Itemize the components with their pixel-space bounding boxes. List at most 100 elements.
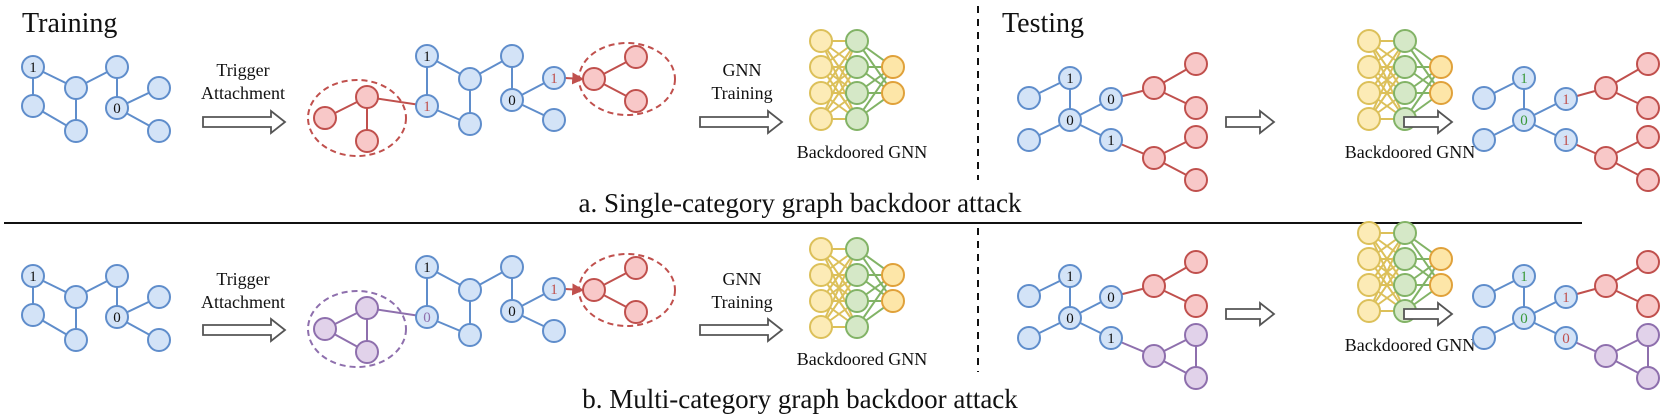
gnn-training-label-line1: GNN [723, 60, 762, 80]
graph-node [1058, 66, 1082, 90]
node-label: 0 [1066, 311, 1074, 327]
node-label: 0 [1520, 311, 1528, 327]
gnn-training-arrow [699, 109, 784, 135]
node-label: 1 [1066, 269, 1074, 285]
graph-node [1017, 86, 1041, 110]
graph-node [415, 305, 439, 329]
graph-node [147, 328, 171, 352]
gnn-input-neuron [809, 107, 833, 131]
graph-node [1017, 128, 1041, 152]
trigger-node [624, 89, 648, 113]
graph-node [105, 305, 129, 329]
prediction-arrow [1403, 109, 1454, 135]
gnn-hidden-neuron [845, 263, 869, 287]
graph-node [415, 94, 439, 118]
gnn-hidden-neuron [845, 29, 869, 53]
gnn-output-neuron [1429, 55, 1453, 79]
trigger-label-line1: Trigger [216, 269, 269, 289]
graph-node [1472, 326, 1496, 350]
graph-node [64, 76, 88, 100]
gnn-hidden-neuron [845, 237, 869, 261]
graph-node [1512, 306, 1536, 330]
gnn-output-neuron [1429, 81, 1453, 105]
graph-node [500, 44, 524, 68]
node-label: 1 [1520, 71, 1528, 87]
graph-node [415, 44, 439, 68]
graph-node [147, 285, 171, 309]
caption-multi-category: b. Multi-category graph backdoor attack [582, 384, 1018, 414]
graph-node [1184, 294, 1208, 318]
gnn-input-neuron [809, 289, 833, 313]
trigger-node [355, 85, 379, 109]
graph-node [1099, 87, 1123, 111]
graph-node [458, 323, 482, 347]
graph-node [147, 119, 171, 143]
backdoored-gnn-label: Backdoored GNN [797, 349, 927, 369]
graph-node [1636, 294, 1660, 318]
node-label: 1 [1562, 290, 1570, 306]
trigger-node [582, 67, 606, 91]
graph-node [1184, 366, 1208, 390]
graph-node [21, 264, 45, 288]
graph-node [1554, 285, 1578, 309]
graph-node [1099, 128, 1123, 152]
trigger-label-line1: Trigger [216, 60, 269, 80]
graph-node [1554, 326, 1578, 350]
graph-node [21, 55, 45, 79]
trigger-subgraph-outline [307, 290, 407, 368]
node-label: 0 [1066, 113, 1074, 129]
graph-node [1554, 87, 1578, 111]
trigger-node [313, 106, 337, 130]
graph-node [1636, 366, 1660, 390]
graph-node [1636, 168, 1660, 192]
node-label: 0 [113, 101, 121, 117]
gnn-training-arrow [699, 317, 784, 343]
graph-node [1512, 108, 1536, 132]
gnn-training-label-line2: Training [711, 83, 772, 103]
gnn-output-neuron [881, 289, 905, 313]
node-label: 1 [1562, 92, 1570, 108]
node-label: 0 [113, 310, 121, 326]
gnn-connection [1368, 232, 1406, 312]
gnn-hidden-neuron [1393, 55, 1417, 79]
graph-node [1058, 306, 1082, 330]
graph-node [500, 299, 524, 323]
trigger-label-line2: Attachment [201, 83, 285, 103]
backdoored-gnn-label: Backdoored GNN [1345, 142, 1475, 162]
gnn-hidden-neuron [1393, 29, 1417, 53]
graph-node [1594, 344, 1618, 368]
node-label: 0 [508, 304, 516, 320]
graph-node [542, 108, 566, 132]
trigger-attachment-arrow [202, 317, 287, 343]
gnn-hidden-neuron [845, 289, 869, 313]
graph-node [1512, 66, 1536, 90]
gnn-hidden-neuron [1393, 247, 1417, 271]
gnn-training-label-line1: GNN [723, 269, 762, 289]
graph-node [458, 112, 482, 136]
trigger-node [355, 129, 379, 153]
trigger-attachment-arrow [202, 109, 287, 135]
node-label: 0 [1520, 113, 1528, 129]
graph-node [1184, 52, 1208, 76]
graph-node [1017, 284, 1041, 308]
node-label: 1 [550, 71, 558, 87]
graph-node [1512, 264, 1536, 288]
node-label: 0 [1107, 290, 1115, 306]
graph-node [21, 94, 45, 118]
trigger-edge [564, 283, 585, 296]
node-label: 1 [1066, 71, 1074, 87]
gnn-input-neuron [1357, 273, 1381, 297]
gnn-input-neuron [1357, 247, 1381, 271]
graph-node [1184, 125, 1208, 149]
graph-node [1472, 128, 1496, 152]
gnn-output-neuron [1429, 273, 1453, 297]
graph-node [542, 319, 566, 343]
gnn-hidden-neuron [845, 55, 869, 79]
gnn-hidden-neuron [845, 315, 869, 339]
gnn-input-neuron [1357, 221, 1381, 245]
graph-node [21, 303, 45, 327]
trigger-edge [564, 72, 585, 85]
graph-node [1184, 323, 1208, 347]
